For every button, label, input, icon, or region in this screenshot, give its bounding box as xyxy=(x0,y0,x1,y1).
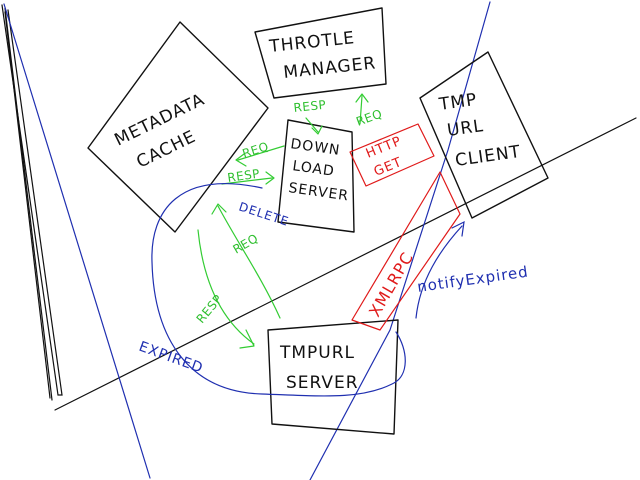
cache-req-label: REQ xyxy=(241,139,271,161)
tmpurl-client-label-line3: CLIENT xyxy=(454,142,522,171)
throttle-resp-label: RESP xyxy=(293,98,327,115)
cache-resp-arrow xyxy=(221,177,273,185)
throttle-req-arrow xyxy=(359,95,363,125)
download-server-box xyxy=(277,119,355,233)
delete-edge: DELETE xyxy=(237,200,291,229)
expired-loop xyxy=(151,183,406,397)
blue-stray-strokes xyxy=(3,1,491,480)
http-get-edge: HTTP GET xyxy=(349,123,435,187)
tmpurl-server-label-line2: SERVER xyxy=(286,373,359,393)
tmpurl-server-box xyxy=(267,319,399,435)
tmpurl-client-box xyxy=(419,51,549,219)
cache-edges: REQ RESP xyxy=(221,139,285,185)
server-req-label: REQ xyxy=(231,231,261,257)
download-server-label-line2: LOAD xyxy=(291,158,335,180)
notify-expired-edge: notifyExpired xyxy=(415,220,530,319)
tmpurl-client-label-line2: URL xyxy=(446,116,485,141)
notify-expired-arrow xyxy=(415,225,463,319)
throttle-manager-box xyxy=(254,7,387,99)
expired-label: EXPIRED xyxy=(137,339,206,377)
download-server-label-line1: DOWN xyxy=(289,136,341,159)
download-server-label-line3: SERVER xyxy=(287,180,349,204)
stray-strokes xyxy=(1,4,637,411)
notify-expired-label: notifyExpired xyxy=(416,263,530,296)
tmpurl-server-node: TMPURL SERVER xyxy=(267,319,399,435)
http-get-box xyxy=(349,123,435,187)
server-resp-label: RESP xyxy=(194,292,226,326)
tmpurl-server-label-line1: TMPURL xyxy=(279,343,355,363)
server-edges: REQ RESP xyxy=(194,203,281,349)
server-resp-arrow xyxy=(197,229,255,345)
throttle-manager-label-line1: THROTLE xyxy=(267,28,356,57)
tmpurl-client-node: TMP URL CLIENT xyxy=(419,51,549,219)
xmlrpc-box xyxy=(351,171,461,331)
throttle-edges: RESP REQ xyxy=(293,93,384,135)
throttle-resp-arrow xyxy=(305,117,319,133)
throttle-req-label: REQ xyxy=(354,106,384,128)
cache-req-arrow xyxy=(237,145,285,161)
server-req-arrow xyxy=(217,205,281,319)
delete-label: DELETE xyxy=(237,200,291,229)
tmpurl-client-label-line1: TMP xyxy=(437,90,479,115)
throttle-manager-label-line2: MANAGER xyxy=(282,53,377,83)
metadata-cache-box xyxy=(87,21,269,233)
xmlrpc-edge: XMLRPC xyxy=(351,171,461,331)
cache-resp-label: RESP xyxy=(226,167,260,185)
throttle-manager-node: THROTLE MANAGER xyxy=(254,7,387,99)
